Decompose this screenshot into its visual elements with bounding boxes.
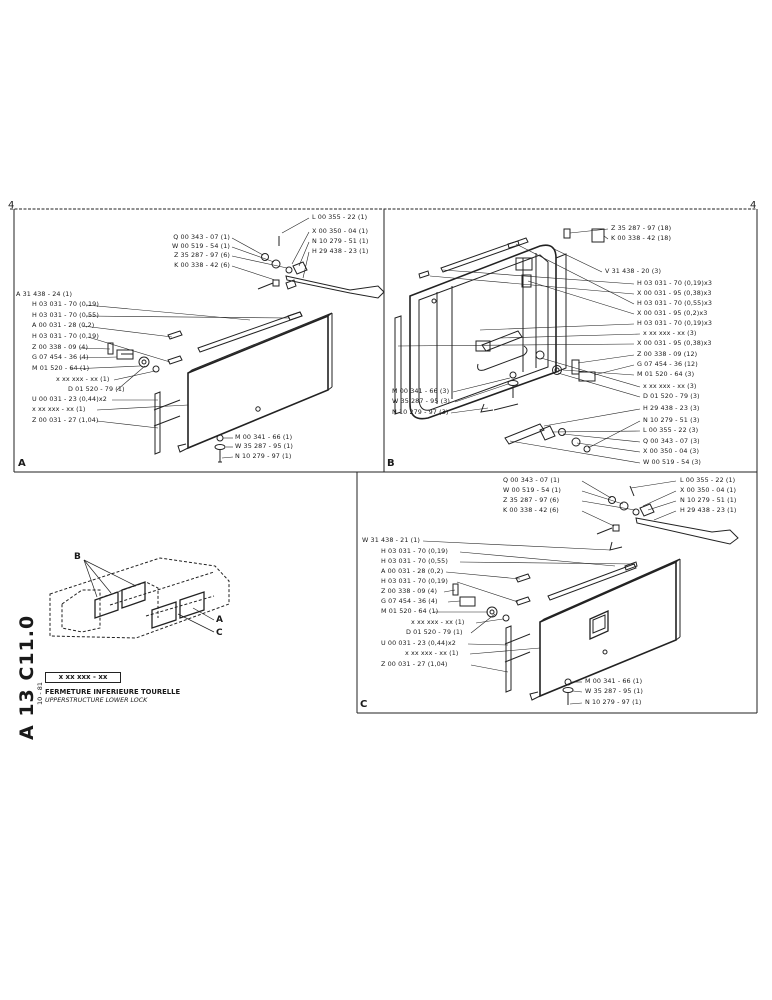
part-label: W 00 519 - 54 (1) [172,242,230,250]
leader-lines [69,217,677,705]
part-label: W 31 438 - 21 (1) [362,536,420,544]
part-label: H 03 031 - 70 (0,55) [381,557,448,565]
part-label: A 00 031 - 28 (0,2) [381,567,444,575]
part-label: N 10 279 - 51 (3) [643,416,700,424]
panel-b-assembly [394,228,605,453]
part-label: W 35 287 - 95 (1) [235,442,293,450]
corner-mark-left: 4 [8,200,15,211]
overview-doors [94,581,205,629]
part-label: H 03 031 - 70 (0,19)x3 [637,279,712,287]
part-label: X 00 350 - 04 (1) [312,227,369,235]
panel-frames [10,208,758,714]
part-label: Z 00 338 - 09 (12) [637,350,698,358]
part-label: G 07 454 - 36 (4) [32,353,89,361]
part-label: L 00 355 - 22 (1) [312,213,368,221]
part-label: M 00 341 - 66 (3) [392,387,450,395]
part-label: x xx xxx - xx (1) [56,375,110,383]
part-label: H 03 031 - 70 (0,19) [381,547,448,555]
part-label: X 00 350 - 04 (3) [643,447,700,455]
part-label: Z 00 031 - 27 (1,04) [32,416,99,424]
part-label: x xx xxx - xx (1) [411,618,465,626]
part-label: L 00 355 - 22 (1) [680,476,736,484]
part-label: M 01 520 - 64 (1) [32,364,90,372]
part-label: Z 35 287 - 97 (6) [503,496,560,504]
part-number-box: x xx xxx - xx [45,672,121,683]
callout-a: A [216,615,223,625]
part-label: Z 35 287 - 97 (18) [611,224,672,232]
part-label: Q 00 343 - 07 (3) [643,437,700,445]
panel-b-letter: B [387,458,395,469]
part-label: X 00 031 - 95 (0,38)x3 [637,289,712,297]
part-label: H 03 031 - 70 (0,55) [32,311,99,319]
part-label: N 10 279 - 97 (1) [585,698,642,706]
panel-c-door [452,558,681,705]
part-label: H 03 031 - 70 (0,19)x3 [637,319,712,327]
part-label: Q 00 343 - 07 (1) [173,233,230,241]
part-label: H 03 031 - 70 (0,19) [32,332,99,340]
callout-b: B [74,552,81,562]
part-label: K 00 338 - 42 (18) [611,234,672,242]
part-label: A 00 031 - 28 (0,2) [32,321,95,329]
part-label: Z 00 031 - 27 (1,04) [381,660,448,668]
part-label: N 10 279 - 51 (1) [312,237,369,245]
part-label: D 01 520 - 79 (1) [406,628,463,636]
sheet-date: 10 - 81 [36,681,44,705]
part-label: W 00 519 - 54 (1) [503,486,561,494]
panel-c-letter: C [360,699,368,710]
part-label: U 00 031 - 23 (0,44)x2 [381,639,456,647]
corner-mark-right: 4 [750,200,757,211]
part-label: M 00 341 - 66 (1) [235,433,293,441]
panel-a-letter: A [18,458,26,469]
part-label: H 29 438 - 23 (3) [643,404,700,412]
title-english: UPPERSTRUCTURE LOWER LOCK [45,697,148,704]
part-label: Z 35 287 - 97 (6) [173,251,230,259]
part-label: H 29 438 - 23 (1) [312,247,369,255]
part-label: Q 00 343 - 07 (1) [503,476,560,484]
sheet-code: A 13 C11.0 [16,614,38,740]
part-label: V 31 438 - 20 (3) [605,267,662,275]
part-label: L 00 355 - 22 (3) [643,426,699,434]
part-label: A 31 438 - 24 (1) [16,290,73,298]
part-label: G 07 454 - 36 (4) [381,597,438,605]
part-label: Z 00 338 - 09 (4) [32,343,89,351]
part-label: N 10 279 - 97 (3) [392,408,449,416]
part-label: H 03 031 - 70 (0,19) [32,300,99,308]
panel-a-linkage [257,236,385,299]
part-label: H 03 031 - 70 (0,19) [381,577,448,585]
part-label: G 07 454 - 36 (12) [637,360,698,368]
part-label: K 00 338 - 42 (6) [174,261,230,269]
part-label: U 00 031 - 23 (0,44)x2 [32,395,107,403]
part-label: M 01 520 - 64 (3) [637,370,695,378]
part-label: K 00 338 - 42 (6) [503,506,559,514]
overview-leaders [83,559,215,633]
part-label: x xx xxx - xx (1) [405,649,459,657]
part-label: H 29 438 - 23 (1) [680,506,737,514]
part-label: X 00 031 - 95 (0,2)x3 [637,309,708,317]
callout-c: C [216,628,223,638]
part-label: Z 00 338 - 09 (4) [381,587,438,595]
part-label: X 00 031 - 95 (0,38)x3 [637,339,712,347]
title-french: FERMETURE INFERIEURE TOURELLE [45,688,181,696]
part-label: W 35 287 - 95 (3) [392,397,450,405]
part-label: x xx xxx - xx (1) [32,405,86,413]
part-label: H 03 031 - 70 (0,55)x3 [637,299,712,307]
part-label: D 01 520 - 79 (1) [68,385,125,393]
part-label: N 10 279 - 97 (1) [235,452,292,460]
part-label: X 00 350 - 04 (1) [680,486,737,494]
part-label: M 00 341 - 66 (1) [585,677,643,685]
part-label: N 10 279 - 51 (1) [680,496,737,504]
part-label: D 01 520 - 79 (3) [643,392,700,400]
part-label: M 01 520 - 64 (1) [381,607,439,615]
part-label: W 35 287 - 95 (1) [585,687,643,695]
panel-a-door [107,311,333,463]
part-label: W 00 519 - 54 (3) [643,458,701,466]
part-label: x xx xxx - xx (3) [643,329,697,337]
part-label: x xx xxx - xx (3) [643,382,697,390]
